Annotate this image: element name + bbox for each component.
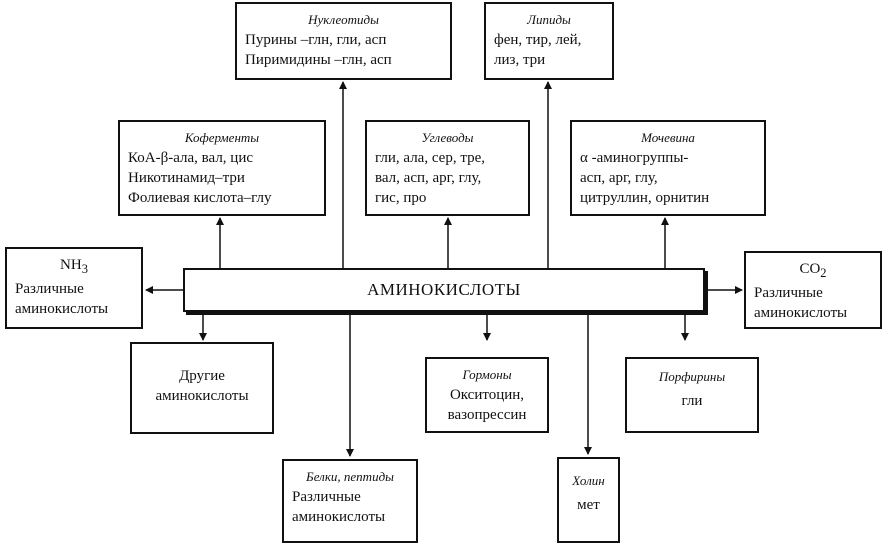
nh3-formula: NH3 [60,257,88,276]
co2-box: CO2 Различные аминокислоты [744,251,882,329]
nh3-subscript: 3 [81,262,88,276]
porphyrins-box: Порфирины гли [625,357,759,433]
lipids-line-2: лиз, три [494,52,546,68]
urea-box: Мочевина α -аминогруппы- асп, арг, глу, … [570,120,766,216]
carbohydrates-line-2: вал, асп, арг, глу, [375,170,482,186]
other-aa-line-1: Другие [179,368,225,384]
coenzymes-line-2: Никотинамид–три [128,170,245,186]
hormones-box: Гормоны Окситоцин, вазопрессин [425,357,549,433]
urea-line-1: α -аминогруппы- [580,150,689,166]
nucleotides-line-1: Пурины –глн, гли, асп [245,32,387,48]
nucleotides-box: Нуклеотиды Пурины –глн, гли, асп Пиримид… [235,2,452,80]
nh3-box: NH3 Различные аминокислоты [5,247,143,329]
co2-line-1: Различные [754,285,823,301]
choline-title: Холин [572,473,605,488]
co2-formula: CO2 [799,261,827,280]
co2-subscript: 2 [820,266,827,280]
proteins-line-1: Различные [292,489,361,505]
nh3-line-2: аминокислоты [15,301,109,317]
nh3-line-1: Различные [15,281,84,297]
urea-title: Мочевина [641,130,695,145]
carbohydrates-line-3: гис, про [375,190,427,206]
coenzymes-line-3: Фолиевая кислота–глу [128,190,272,206]
choline-line-1: мет [577,497,600,513]
lipids-box: Липиды фен, тир, лей, лиз, три [484,2,614,80]
lipids-title: Липиды [527,12,571,27]
proteins-title: Белки, пептиды [306,469,394,484]
hormones-line-2: вазопрессин [447,407,527,423]
hormones-title: Гормоны [462,367,512,382]
porphyrins-line-1: гли [681,393,703,409]
carbohydrates-line-1: гли, ала, сер, тре, [375,150,485,166]
proteins-line-2: аминокислоты [292,509,386,525]
carbohydrates-box: Углеводы гли, ала, сер, тре, вал, асп, а… [365,120,530,216]
coenzymes-box: Коферменты КоА-β-ала, вал, цис Никотинам… [118,120,326,216]
coenzymes-line-1: КоА-β-ала, вал, цис [128,150,254,166]
coenzymes-title: Коферменты [184,130,260,145]
amino-acids-center-box: АМИНОКИСЛОТЫ [183,268,705,312]
lipids-line-1: фен, тир, лей, [494,32,582,48]
nucleotides-line-2: Пиримидины –глн, асп [245,52,392,68]
porphyrins-title: Порфирины [658,369,726,384]
hormones-line-1: Окситоцин, [449,387,525,403]
nucleotides-title: Нуклеотиды [308,12,379,27]
other-aa-box: Другие аминокислоты [130,342,274,434]
urea-line-2: асп, арг, глу, [580,170,658,186]
other-aa-line-2: аминокислоты [155,388,249,404]
proteins-box: Белки, пептиды Различные аминокислоты [282,459,418,543]
urea-line-3: цитруллин, орнитин [580,190,710,206]
carbohydrates-title: Углеводы [421,130,474,145]
center-label: АМИНОКИСЛОТЫ [367,280,521,299]
co2-line-2: аминокислоты [754,305,848,321]
choline-box: Холин мет [557,457,620,543]
